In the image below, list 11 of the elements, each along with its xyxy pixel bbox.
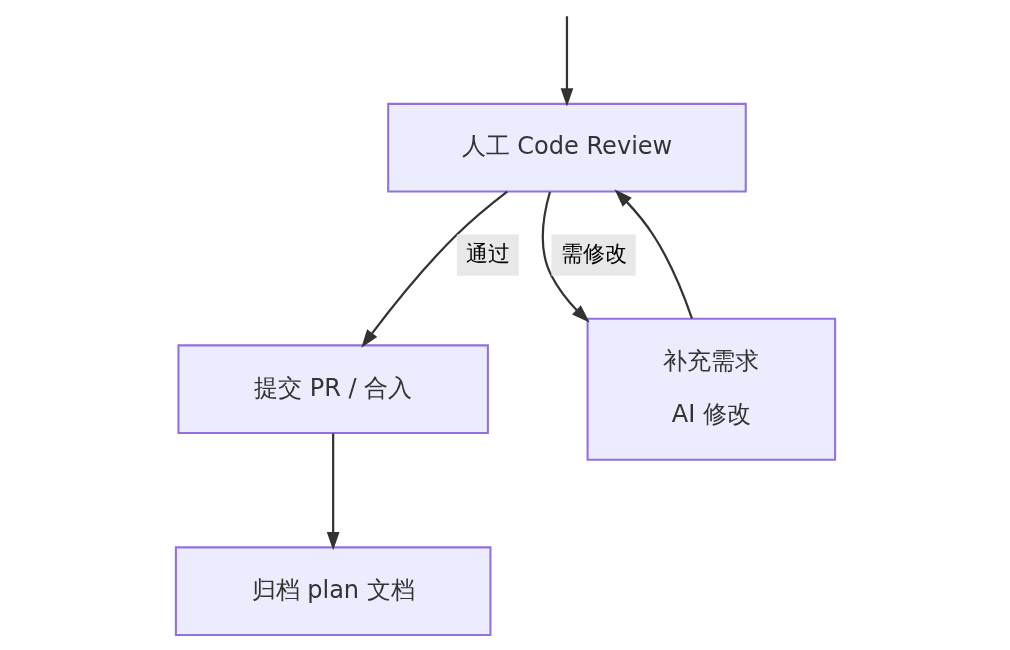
arrow	[541, 191, 590, 323]
node-box: 归档 plan 文档	[174, 546, 491, 637]
arrow	[326, 433, 340, 551]
edge-label: 需修改	[560, 239, 627, 266]
node-box: 人工 Code Review	[386, 102, 747, 193]
arrow	[613, 189, 693, 319]
node-box: 提交 PR / 合入	[176, 344, 489, 435]
arrow	[560, 16, 573, 107]
edge-label: 通过	[465, 239, 510, 266]
arrow	[360, 190, 508, 348]
node-box: 补充需求 AI 修改	[586, 317, 836, 461]
